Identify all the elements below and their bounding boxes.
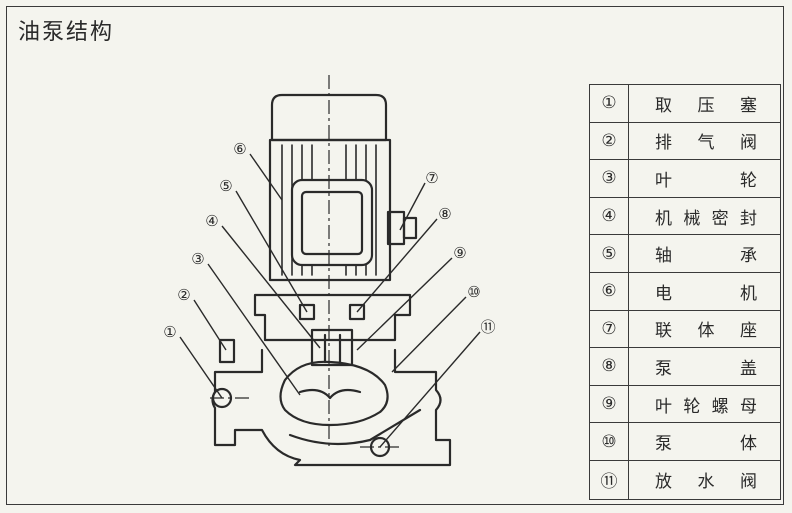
legend-char: 阀 [740, 472, 758, 493]
legend-char: 机 [740, 283, 758, 304]
callout-labels: ① ② ③ ④ ⑤ ⑥ ⑦ ⑧ ⑨ ⑩ ⑪ [163, 140, 495, 341]
callout-4: ④ [205, 212, 218, 230]
legend-part-name: 机械密封 [629, 198, 780, 235]
legend-number: ⑧ [590, 348, 629, 385]
legend-part-name: 电机 [629, 273, 780, 310]
impeller [298, 388, 362, 400]
legend-number: ② [590, 122, 629, 160]
legend-char: 盖 [740, 358, 758, 379]
legend-char: 承 [740, 246, 758, 267]
legend-char: 叶 [655, 170, 673, 191]
legend-char: 机 [655, 208, 673, 229]
legend-row: ② 排 气 阀 [590, 122, 780, 161]
legend-part-name: 取压塞 [629, 85, 780, 122]
callout-11: ⑪ [480, 318, 495, 336]
legend-part-name: 叶轮螺母 [629, 386, 780, 423]
legend-number: ③ [590, 160, 629, 197]
legend-number: ⑪ [590, 460, 629, 499]
legend-char: 电 [655, 283, 673, 304]
diagram-title: 油泵结构 [18, 20, 115, 45]
legend-char: 放 [655, 472, 673, 493]
vent-valve [218, 338, 236, 364]
legend-char: 封 [739, 208, 758, 229]
motor-cap [270, 93, 388, 142]
legend-char: 体 [697, 321, 716, 342]
legend-char: 排 [655, 133, 673, 154]
legend-char: 气 [697, 133, 716, 154]
legend-char: 泵 [655, 358, 673, 379]
legend-char: 体 [740, 434, 758, 455]
callout-5: ⑤ [219, 177, 232, 195]
callout-3: ③ [191, 250, 204, 268]
legend-char: 密 [711, 208, 730, 229]
legend-char: 取 [655, 95, 673, 116]
legend-number: ① [590, 85, 629, 122]
legend-char: 母 [739, 396, 758, 417]
mechanical-seal [310, 328, 354, 367]
callout-8: ⑧ [438, 205, 451, 223]
legend-char: 塞 [740, 95, 758, 116]
callout-1: ① [163, 323, 176, 341]
coupling-bracket [253, 293, 412, 342]
bearing-right [348, 303, 366, 321]
terminal-box-inner [300, 190, 364, 256]
impeller-chamber [279, 360, 389, 427]
legend-number: ⑤ [590, 235, 629, 272]
diagram-frame [6, 6, 784, 505]
legend-row: ⑦ 联 体 座 [590, 310, 780, 349]
legend-char: 压 [697, 95, 716, 116]
outlet-passage [288, 408, 422, 446]
bearing-left [298, 303, 316, 321]
legend-number: ⑩ [590, 423, 629, 460]
legend-row: ⑪ 放 水 阀 [590, 460, 780, 499]
legend-char: 座 [740, 321, 758, 342]
legend-part-name: 排气阀 [629, 123, 780, 160]
legend-char: 轴 [655, 246, 673, 267]
legend-char: 螺 [711, 396, 730, 417]
legend-part-name: 轴承 [629, 235, 780, 272]
motor-body [268, 138, 392, 282]
legend-char: 泵 [655, 434, 673, 455]
legend-row: ① 取 压 塞 [590, 85, 780, 123]
callout-9: ⑨ [453, 244, 466, 262]
legend-char: 轮 [683, 396, 702, 417]
legend-number: ⑥ [590, 272, 629, 310]
legend-number: ⑦ [590, 310, 629, 348]
legend-part-name: 放水阀 [629, 461, 780, 499]
cable-gland-end [402, 216, 418, 240]
legend-char: 水 [697, 472, 716, 493]
legend-char: 械 [683, 208, 702, 229]
callout-2: ② [177, 286, 190, 304]
leader-lines [179, 153, 481, 448]
legend-char: 叶 [655, 396, 673, 417]
legend-part-name: 联体座 [629, 311, 780, 348]
callout-7: ⑦ [425, 169, 438, 187]
legend-part-name: 泵体 [629, 423, 780, 460]
legend-number: ⑨ [590, 385, 629, 423]
legend-char: 阀 [740, 133, 758, 154]
callout-10: ⑩ [467, 283, 480, 301]
legend-part-name: 泵盖 [629, 348, 780, 385]
legend-char: 联 [655, 321, 673, 342]
legend-number: ④ [590, 197, 629, 235]
pump-cross-section-drawing: ① ② ③ ④ ⑤ ⑥ ⑦ ⑧ ⑨ ⑩ ⑪ [163, 75, 496, 467]
legend-char: 轮 [740, 170, 758, 191]
legend-part-name: 叶轮 [629, 160, 780, 197]
callout-6: ⑥ [233, 140, 246, 158]
terminal-box [290, 178, 374, 267]
